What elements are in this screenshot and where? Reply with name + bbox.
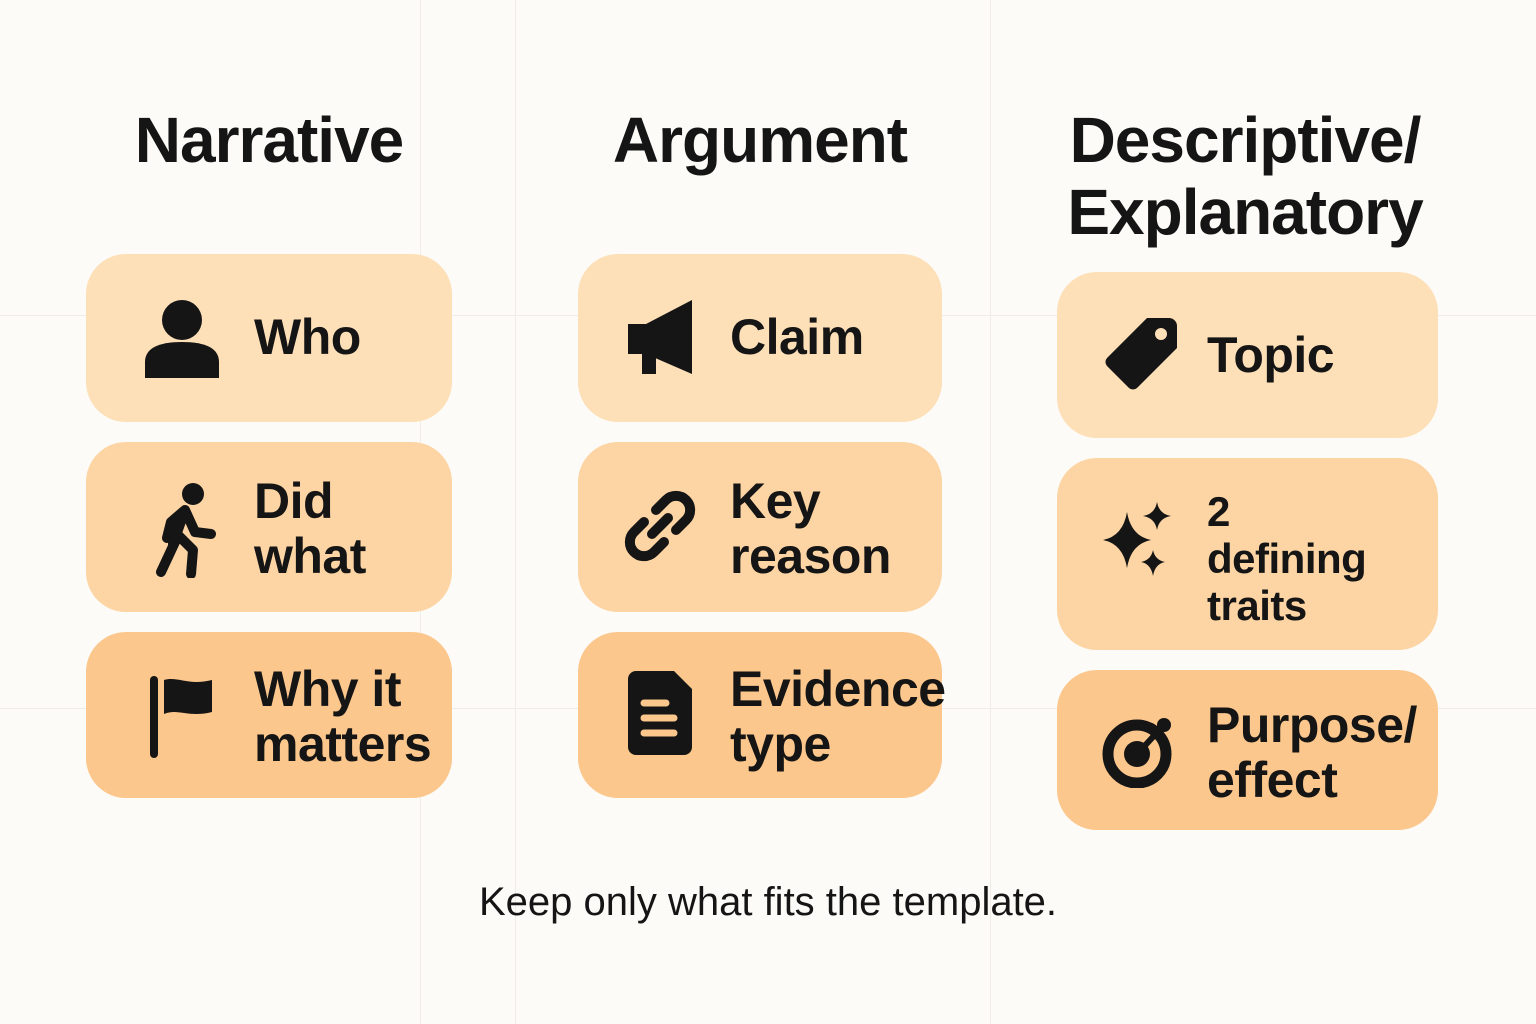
card-did-what: Did what [86, 442, 452, 612]
footer-note: Keep only what fits the template. [478, 880, 1058, 924]
card-label: Key reason [730, 473, 891, 584]
walking-person-icon [146, 480, 226, 580]
target-icon [1101, 712, 1177, 788]
card-label: Did what [254, 473, 366, 584]
column-title-argument: Argument [612, 104, 908, 176]
card-key-reason: Key reason [578, 442, 942, 612]
grid-line [990, 0, 991, 1024]
card-label: 2 defining traits [1207, 488, 1367, 629]
megaphone-icon [626, 298, 696, 378]
card-who: Who [86, 254, 452, 422]
column-title-narrative: Narrative [134, 104, 405, 176]
card-label: Why it matters [254, 661, 432, 772]
card-why-it-matters: Why it matters [86, 632, 452, 798]
card-evidence-type: Evidence type [578, 632, 946, 798]
card-defining-traits: 2 defining traits [1057, 458, 1438, 650]
link-icon [622, 488, 698, 564]
person-icon [142, 298, 222, 378]
card-label: Topic [1207, 327, 1335, 383]
grid-line [515, 0, 516, 1024]
card-label: Evidence type [730, 661, 946, 772]
card-label: Who [254, 309, 361, 365]
tag-icon [1103, 316, 1179, 392]
sparkles-icon [1101, 502, 1173, 580]
card-label: Claim [730, 309, 864, 365]
card-claim: Claim [578, 254, 942, 422]
card-label: Purpose/ effect [1207, 697, 1417, 808]
document-icon [628, 671, 694, 755]
card-topic: Topic [1057, 272, 1438, 438]
column-title-descriptive: Descriptive/ Explanatory [1067, 104, 1423, 248]
flag-icon [146, 672, 216, 762]
card-purpose-effect: Purpose/ effect [1057, 670, 1438, 830]
